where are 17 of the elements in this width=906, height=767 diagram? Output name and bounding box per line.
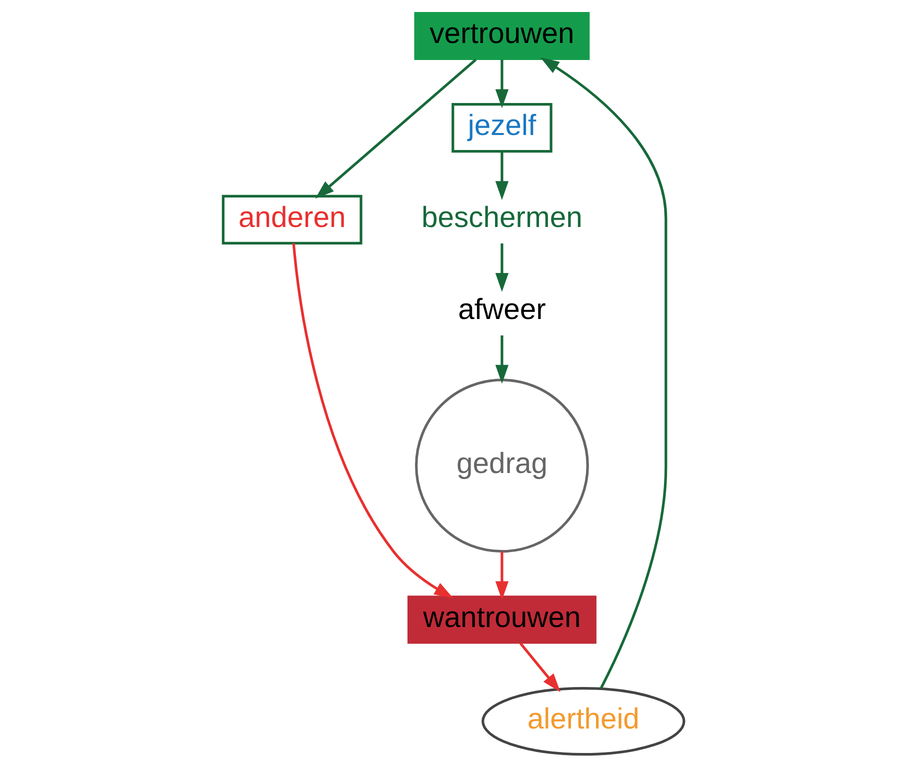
arrow [314,58,476,199]
arrow [518,642,560,692]
node-box: jezelf [451,103,552,153]
node-box: anderen [221,194,362,245]
arrow [494,152,508,200]
node-ellipse: alertheid [481,686,685,756]
arrow [494,60,508,108]
arrow [494,552,508,600]
node-circle: gedrag [414,378,588,553]
arrow [494,243,508,292]
node-text: beschermen [421,202,582,234]
arrow [540,57,667,690]
arrow [292,243,453,598]
node-box: wantrouwen [406,596,596,644]
node-text: afweer [458,294,546,326]
arrow [494,335,508,384]
node-box: vertrouwen [414,12,590,60]
